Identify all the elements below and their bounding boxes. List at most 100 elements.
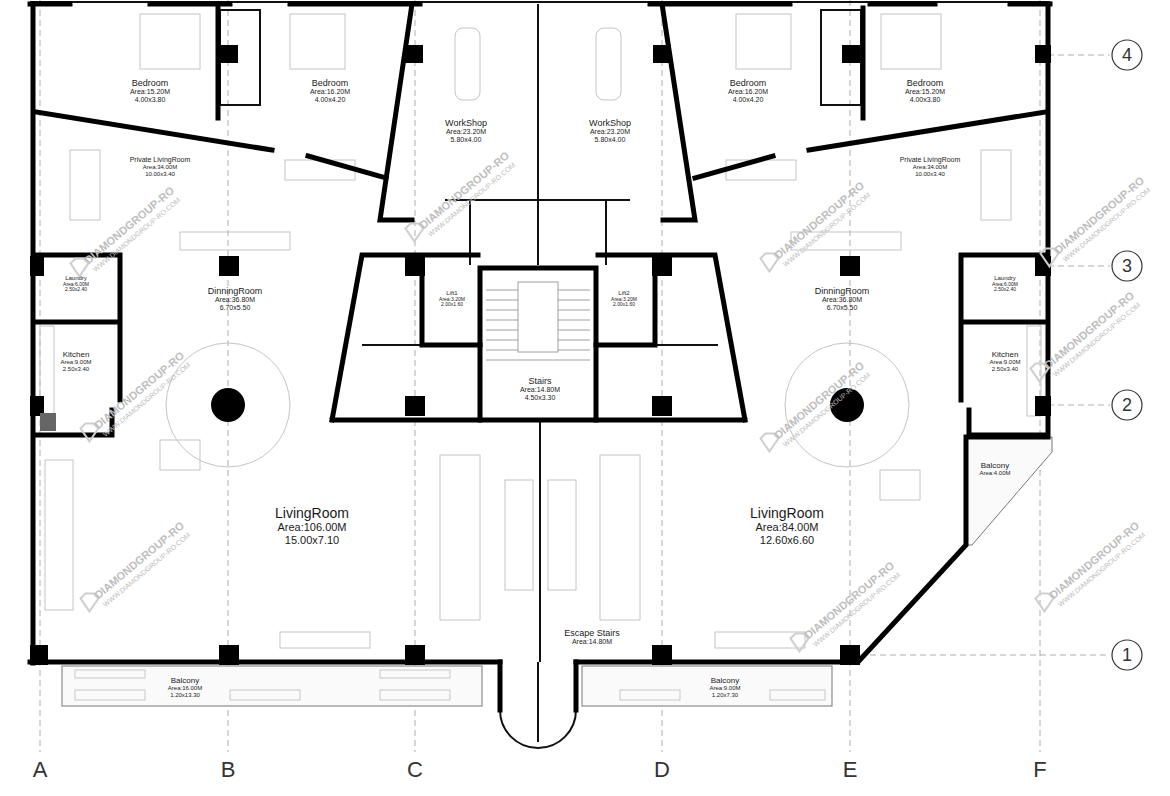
- room-area: Area:9.00M 1.20x7.30: [709, 685, 740, 699]
- room-area: Area:9.00M 2.50x3.40: [989, 359, 1020, 373]
- room-name: Kitchen: [987, 350, 1022, 359]
- room-name: Bedroom: [128, 78, 172, 88]
- room-name: WorkShop: [443, 118, 489, 128]
- room-label: StairsArea:14.80M 4.50x3.30: [518, 376, 562, 402]
- room-area: Area:3.20M 2.00x1.60: [611, 297, 637, 309]
- grid-label: E: [843, 759, 858, 781]
- room-name: Escape Stairs: [562, 628, 622, 638]
- room-name: Lift2: [609, 290, 639, 297]
- room-name: Bedroom: [308, 78, 352, 88]
- room-area: Area:36.80M 6.70x5.50: [822, 296, 862, 312]
- room-label: BedroomArea:15.20M 4.00x3.80: [128, 78, 172, 104]
- grid-label: A: [33, 759, 48, 781]
- room-label: LivingRoomArea:84.00M 12.60x6.60: [748, 505, 826, 546]
- room-area: Area:6.00M 2.50x2.40: [63, 282, 89, 294]
- room-name: LivingRoom: [748, 505, 826, 521]
- partition-walls: [30, 2, 1050, 748]
- room-name: Laundry: [990, 275, 1020, 282]
- room-label: LivingRoomArea:106.00M 15.00x7.10: [273, 505, 351, 546]
- room-area: Area:16.20M 4.00x4.20: [728, 88, 768, 104]
- room-label: BedroomArea:16.20M 4.00x4.20: [308, 78, 352, 104]
- stair-treads: [486, 282, 590, 360]
- room-area: Area:15.20M 4.00x3.80: [130, 88, 170, 104]
- planters: [75, 670, 825, 700]
- room-name: Lift1: [437, 290, 467, 297]
- grid-bubbles: [1112, 40, 1142, 670]
- room-area: Area:34.00M 10.00x3.40: [143, 164, 177, 178]
- room-label: Lift2Area:3.20M 2.00x1.60: [609, 290, 639, 308]
- room-area: Area:6.00M 2.50x2.40: [992, 282, 1018, 294]
- grid-label: 3: [1122, 257, 1132, 275]
- watermark-logos: [70, 223, 1058, 651]
- room-name: LivingRoom: [273, 505, 351, 521]
- room-label: DinningRoomArea:36.80M 6.70x5.50: [206, 286, 265, 312]
- watermark: WWW.DIAMONDGROUP-RO.COM: [102, 361, 192, 438]
- room-label: LaundryArea:6.00M 2.50x2.40: [61, 275, 91, 293]
- room-area: Area:9.00M 2.50x3.40: [60, 359, 91, 373]
- watermark: WWW.DIAMONDGROUP-RO.COM: [1057, 531, 1147, 608]
- grid-label: D: [654, 759, 670, 781]
- room-area: Area:14.80M: [572, 638, 612, 646]
- room-label: KitchenArea:9.00M 2.50x3.40: [987, 350, 1022, 373]
- room-name: Private LivingRoom: [898, 156, 963, 164]
- watermark: DIAMONDGROUP-RO: [93, 519, 187, 600]
- watermark: DIAMONDGROUP-RO: [773, 179, 867, 260]
- room-name: Balcony: [977, 461, 1012, 470]
- room-name: WorkShop: [587, 118, 633, 128]
- room-label: BedroomArea:15.20M 4.00x3.80: [903, 78, 947, 104]
- room-area: Area:16.00M 1.20x13.30: [168, 685, 202, 699]
- watermark: WWW.DIAMONDGROUP-RO.COM: [102, 531, 192, 608]
- columns: [30, 45, 1051, 665]
- watermark: DIAMONDGROUP-RO: [418, 149, 512, 230]
- room-label: DinningRoomArea:36.80M 6.70x5.50: [813, 286, 872, 312]
- room-name: Laundry: [61, 275, 91, 282]
- watermark: WWW.DIAMONDGROUP-RO.COM: [1062, 186, 1152, 263]
- watermark: DIAMONDGROUP-RO: [83, 184, 177, 265]
- room-label: BedroomArea:16.20M 4.00x4.20: [726, 78, 770, 104]
- watermark: DIAMONDGROUP-RO: [1043, 289, 1137, 370]
- grid-label: B: [221, 759, 236, 781]
- watermark: WWW.DIAMONDGROUP-RO.COM: [812, 571, 902, 648]
- room-label: LaundryArea:6.00M 2.50x2.40: [990, 275, 1020, 293]
- room-name: Balcony: [707, 676, 742, 685]
- room-label: KitchenArea:9.00M 2.50x3.40: [58, 350, 93, 373]
- room-name: DinningRoom: [813, 286, 872, 296]
- room-area: Area:15.20M 4.00x3.80: [905, 88, 945, 104]
- room-name: Bedroom: [726, 78, 770, 88]
- room-area: Area:14.80M 4.50x3.30: [520, 386, 560, 402]
- room-name: Stairs: [518, 376, 562, 386]
- room-area: Area:4.00M: [979, 470, 1010, 477]
- watermark: DIAMONDGROUP-RO: [93, 349, 187, 430]
- room-area: Area:106.00M 15.00x7.10: [277, 521, 346, 546]
- room-name: Private LivingRoom: [128, 156, 193, 164]
- room-name: Bedroom: [903, 78, 947, 88]
- watermark: WWW.DIAMONDGROUP-RO.COM: [782, 191, 872, 268]
- grid-label: 1: [1122, 646, 1132, 664]
- room-label: Escape StairsArea:14.80M: [562, 628, 622, 646]
- grid-label: C: [407, 759, 423, 781]
- watermark: WWW.DIAMONDGROUP-RO.COM: [1052, 301, 1142, 378]
- watermark: WWW.DIAMONDGROUP-RO.COM: [92, 196, 182, 273]
- room-name: Balcony: [166, 676, 204, 685]
- room-label: Private LivingRoomArea:34.00M 10.00x3.40: [898, 156, 963, 178]
- room-area: Area:36.80M 6.70x5.50: [215, 296, 255, 312]
- grid-label: 2: [1122, 396, 1132, 414]
- room-name: DinningRoom: [206, 286, 265, 296]
- watermark: DIAMONDGROUP-RO: [1048, 519, 1142, 600]
- grid-lines: [40, 0, 1110, 752]
- watermark: DIAMONDGROUP-RO: [1053, 174, 1147, 255]
- room-label: BalconyArea:9.00M 1.20x7.30: [707, 676, 742, 699]
- room-label: WorkShopArea:23.20M 5.80x4.00: [587, 118, 633, 144]
- room-label: BalconyArea:4.00M: [977, 461, 1012, 477]
- room-area: Area:23.20M 5.80x4.00: [590, 128, 630, 144]
- grid-label: 4: [1122, 46, 1132, 64]
- balcony-outline: [62, 437, 1052, 706]
- grid-label: F: [1033, 759, 1046, 781]
- room-area: Area:34.00M 10.00x3.40: [913, 164, 947, 178]
- room-label: Lift1Area:3.20M 2.00x1.60: [437, 290, 467, 308]
- room-area: Area:16.20M 4.00x4.20: [310, 88, 350, 104]
- room-area: Area:23.20M 5.80x4.00: [446, 128, 486, 144]
- room-label: BalconyArea:16.00M 1.20x13.30: [166, 676, 204, 699]
- room-area: Area:84.00M 12.60x6.60: [756, 521, 819, 546]
- room-area: Area:3.20M 2.00x1.60: [439, 297, 465, 309]
